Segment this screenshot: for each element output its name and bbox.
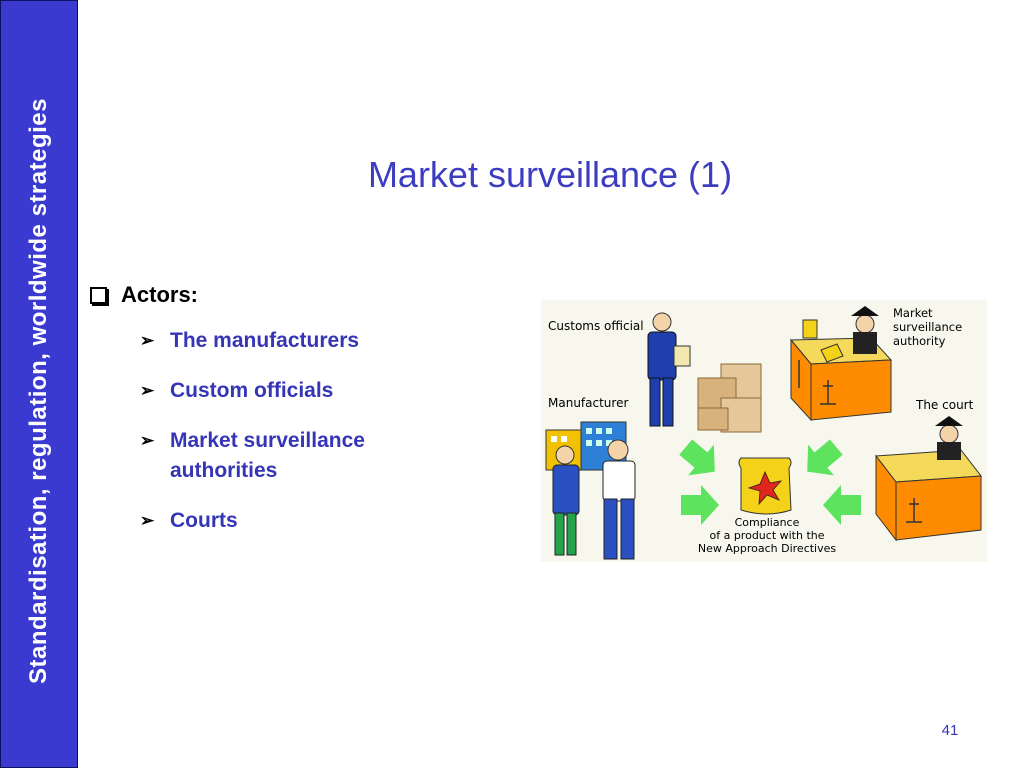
arrow-icon [679, 439, 715, 476]
customs-official-figure [647, 312, 691, 427]
arrow-bullet-icon: ➢ [140, 431, 155, 450]
label-compliance-line3: New Approach Directives [698, 542, 837, 555]
arrow-icon [681, 485, 719, 525]
page-number: 41 [941, 722, 959, 739]
bullet-item-text: Courts [170, 509, 238, 532]
arrow-bullet-icon: ➢ [140, 381, 155, 400]
label-customs-official: Customs official [548, 319, 644, 333]
label-compliance-line2: of a product with the [709, 529, 824, 542]
sidebar-title: Standardisation, regulation, worldwide s… [25, 98, 52, 684]
bullet-heading-text: Actors: [121, 282, 199, 307]
bullet-item: ➢ The manufacturers [140, 326, 490, 356]
bullet-item-text: Custom officials [170, 379, 334, 402]
cardboard-boxes [697, 363, 762, 433]
manufacturer-figure-left [552, 445, 580, 556]
slide-title: Market surveillance (1) [367, 154, 733, 195]
product-bag-icon [738, 457, 792, 515]
bullet-heading: Actors: [90, 282, 490, 308]
label-msa-line2: surveillance [893, 320, 962, 334]
sidebar-band: Standardisation, regulation, worldwide s… [0, 0, 78, 768]
bullet-item: ➢ Market surveillance authorities [140, 426, 490, 486]
arrow-bullet-icon: ➢ [140, 511, 155, 530]
bullet-list: Actors: ➢ The manufacturers ➢ Custom off… [90, 282, 490, 556]
arrow-icon [807, 439, 843, 476]
bullet-item: ➢ Custom officials [140, 376, 490, 406]
arrow-icon [823, 485, 861, 525]
label-compliance-line1: Compliance [735, 516, 800, 529]
label-manufacturer: Manufacturer [548, 396, 628, 410]
court-desk [875, 416, 982, 542]
label-the-court: The court [915, 398, 974, 412]
manufacturer-figure-right [602, 439, 636, 560]
label-msa-line3: authority [893, 334, 946, 348]
bullet-item-text: The manufacturers [170, 329, 360, 352]
market-surveillance-illustration: Customs official Manufacturer Market sur… [541, 300, 987, 562]
bullet-item-text: Market surveillance authorities [170, 429, 365, 482]
bullet-item: ➢ Courts [140, 506, 490, 536]
msa-desk [789, 306, 893, 422]
label-msa-line1: Market [893, 306, 933, 320]
arrow-bullet-icon: ➢ [140, 331, 155, 350]
checkbox-bullet-icon [90, 287, 107, 304]
